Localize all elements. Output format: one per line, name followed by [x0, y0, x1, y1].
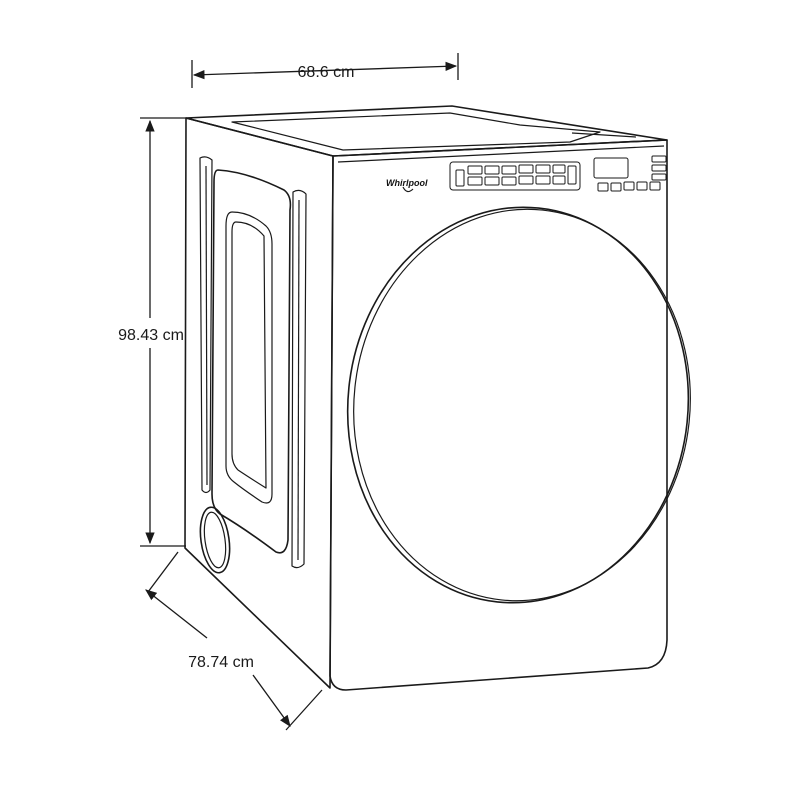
- depth-dimension-line-lower: [252, 674, 291, 727]
- side-circle-panel: [199, 506, 231, 574]
- cycle-button-11[interactable]: [535, 175, 551, 185]
- control-panel: Whirlpool: [386, 155, 667, 193]
- cycle-button-9[interactable]: [518, 175, 534, 185]
- cycle-button-14[interactable]: [567, 165, 577, 185]
- dryer-body: [184, 105, 691, 691]
- side-recess-inner: [231, 221, 267, 489]
- cycle-button-5[interactable]: [484, 176, 500, 186]
- whirlpool-swirl-icon: [402, 186, 414, 193]
- width-dimension: 68.6 cm: [191, 53, 459, 88]
- cycle-button-6[interactable]: [501, 165, 517, 175]
- side-rib-left: [199, 156, 213, 494]
- dryer-front-top-edge: [337, 145, 665, 163]
- option-button-4[interactable]: [597, 182, 609, 192]
- depth-label: 78.74 cm: [188, 654, 254, 671]
- depth-dimension-line-upper: [145, 589, 208, 639]
- cycle-button-3[interactable]: [467, 176, 483, 186]
- depth-extension-front: [285, 689, 323, 731]
- cycle-button-1[interactable]: [455, 169, 465, 187]
- option-button-6[interactable]: [623, 181, 635, 191]
- height-dimension: 98.43 cm: [118, 117, 186, 547]
- cycle-button-4[interactable]: [484, 165, 500, 175]
- cycle-button-7[interactable]: [501, 176, 517, 186]
- status-display: [593, 157, 629, 179]
- option-button-3[interactable]: [651, 173, 667, 181]
- cycle-button-8[interactable]: [518, 164, 534, 174]
- option-button-5[interactable]: [610, 182, 622, 192]
- option-buttons: [597, 155, 667, 192]
- cycle-button-12[interactable]: [552, 164, 566, 174]
- cycle-buttons: [455, 164, 577, 187]
- width-label: 68.6 cm: [298, 64, 355, 81]
- side-rib-left-inner: [205, 165, 208, 486]
- depth-extension-back: [147, 551, 179, 593]
- cycle-button-10[interactable]: [535, 164, 551, 174]
- side-circle-panel-inner: [203, 511, 227, 569]
- dryer-door-rim: [353, 208, 691, 602]
- option-button-1[interactable]: [651, 155, 667, 163]
- side-rib-right-inner: [297, 199, 300, 561]
- brand-logo: Whirlpool: [386, 178, 428, 188]
- height-label: 98.43 cm: [118, 327, 184, 344]
- option-button-2[interactable]: [651, 164, 667, 172]
- dryer-top-panel: [231, 112, 601, 151]
- dryer-top-edge: [571, 132, 637, 138]
- depth-dimension: 78.74 cm: [145, 551, 323, 731]
- side-recess-middle: [225, 211, 273, 504]
- width-dimension-line: [192, 61, 458, 80]
- cycle-button-2[interactable]: [467, 165, 483, 175]
- dryer-door: [346, 206, 690, 604]
- dryer-front: [329, 139, 668, 691]
- option-button-8[interactable]: [649, 181, 661, 191]
- cycle-button-13[interactable]: [552, 175, 566, 185]
- side-recess-outer: [211, 169, 292, 554]
- side-rib-right: [291, 189, 307, 569]
- dryer-side: [184, 117, 334, 689]
- option-button-7[interactable]: [636, 181, 648, 191]
